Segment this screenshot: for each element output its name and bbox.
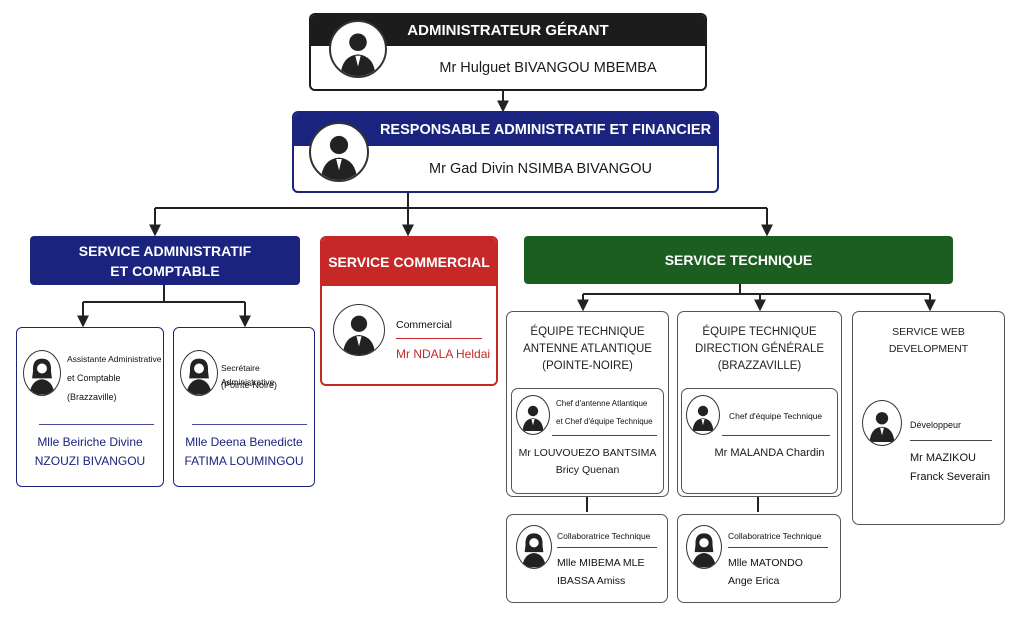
man-avatar-icon: [329, 20, 387, 78]
team2-collab-card: Collaboratrice Technique Mlle MATONDO An…: [677, 514, 841, 603]
secretaire-role-line1: Secrétaire Administrative: [221, 363, 275, 387]
team2-collab-name-line2: Ange Erica: [728, 575, 780, 587]
team2-collab-role: Collaboratrice Technique: [728, 531, 822, 541]
team1-lead-card: Chef d'antenne Atlantique et Chef d'équi…: [511, 388, 664, 494]
team2-collab-name-line1: Mlle MATONDO: [728, 557, 803, 569]
assistante-role-line1: Assistante Administrative: [67, 354, 162, 364]
team1-lead-name-line1: Mr LOUVOUEZO BANTSIMA: [518, 447, 657, 459]
man-avatar-icon: [333, 304, 385, 356]
team1-lead-role-line2: et Chef d'équipe Technique: [556, 417, 653, 426]
commercial-role: Commercial: [396, 319, 453, 331]
service-commercial-title: SERVICE COMMERCIAL: [328, 254, 490, 270]
woman-avatar-icon: [23, 350, 61, 396]
team2-lead-name-line1: Mr MALANDA Chardin: [714, 447, 825, 459]
team2-lead-role-line1: Chef d'équipe Technique: [729, 411, 823, 421]
web-name-line2: Franck Severain: [910, 471, 991, 483]
commercial-name: Mr NDALA Heldai: [396, 347, 491, 361]
team1-collab-role: Collaboratrice Technique: [557, 531, 651, 541]
responsable-administratif-name: Mr Gad Divin NSIMBA BIVANGOU: [429, 161, 652, 177]
assistante-role-line2: et Comptable: [67, 373, 121, 383]
service-web-development: SERVICE WEB DEVELOPMENT Développeur Mr M…: [852, 311, 1005, 525]
staff-card-assistante: Assistante Administrative et Comptable (…: [16, 327, 164, 487]
team1-title-line2: ANTENNE ATLANTIQUE: [523, 343, 652, 355]
team1-lead-divider: [552, 435, 657, 436]
team1-lead-name-line2: Bricy Quenan: [555, 464, 620, 476]
assistante-name-line2: NZOUZI BIVANGOU: [34, 454, 146, 468]
team2-title-line3: (BRAZZAVILLE): [717, 360, 802, 372]
web-name-line1: Mr MAZIKOU: [910, 452, 976, 464]
man-avatar-icon: [686, 395, 720, 435]
secretaire-divider: [192, 424, 307, 425]
staff-card-secretaire: Secrétaire Administrative (Pointe-Noire)…: [173, 327, 315, 487]
man-avatar-icon: [516, 395, 550, 435]
team1-title-line3: (POINTE-NOIRE): [542, 360, 633, 372]
service-administratif-title-line1: SERVICE ADMINISTRATIF: [78, 242, 252, 259]
team1-lead-role-line1: Chef d'antenne Atlantique: [556, 399, 648, 408]
man-avatar-icon: [862, 400, 902, 446]
woman-avatar-icon: [180, 350, 218, 396]
team1-collab-divider: [557, 547, 657, 548]
administrateur-gerant-name: Mr Hulguet BIVANGOU MBEMBA: [439, 60, 657, 76]
assistante-divider: [39, 424, 154, 425]
team1-collab-name-line1: Mlle MIBEMA MLE: [557, 557, 645, 569]
service-technique-title: SERVICE TECHNIQUE: [664, 252, 813, 268]
secretaire-name-line2: FATIMA LOUMINGOU: [184, 454, 304, 468]
team2-title-line1: ÉQUIPE TECHNIQUE: [702, 326, 817, 338]
man-avatar-icon: [309, 122, 369, 182]
web-divider: [910, 440, 992, 441]
service-technique-header: SERVICE TECHNIQUE: [524, 236, 953, 284]
team2-lead-card: Chef d'équipe Technique Mr MALANDA Chard…: [681, 388, 838, 494]
secretaire-name-line1: Mlle Deena Benedicte: [185, 435, 303, 449]
administrateur-gerant-title: ADMINISTRATEUR GÉRANT: [407, 22, 609, 39]
service-administratif-header: SERVICE ADMINISTRATIF ET COMPTABLE: [30, 236, 300, 285]
team1-collab-name-line2: IBASSA Amiss: [557, 575, 626, 587]
assistante-role-line3: (Brazzaville): [67, 392, 117, 402]
team1-collab-card: Collaboratrice Technique Mlle MIBEMA MLE…: [506, 514, 668, 603]
woman-avatar-icon: [516, 525, 552, 569]
team2-title-line2: DIRECTION GÉNÉRALE: [694, 343, 825, 355]
service-commercial-header: SERVICE COMMERCIAL: [322, 238, 496, 286]
web-title: SERVICE WEB DEVELOPMENT: [888, 326, 969, 355]
web-role: Développeur: [910, 420, 962, 430]
team2-collab-divider: [728, 547, 828, 548]
team2-lead-divider: [722, 435, 830, 436]
assistante-name-line1: Mlle Beiriche Divine: [37, 435, 143, 449]
team1-title-line1: ÉQUIPE TECHNIQUE: [530, 326, 645, 338]
woman-avatar-icon: [686, 525, 722, 569]
responsable-administratif-title: RESPONSABLE ADMINISTRATIF ET FINANCIER: [379, 121, 712, 138]
secretaire-role-line2: (Pointe-Noire): [221, 380, 278, 390]
service-administratif-title-line2: ET COMPTABLE: [110, 262, 220, 279]
commercial-divider: [396, 338, 482, 339]
